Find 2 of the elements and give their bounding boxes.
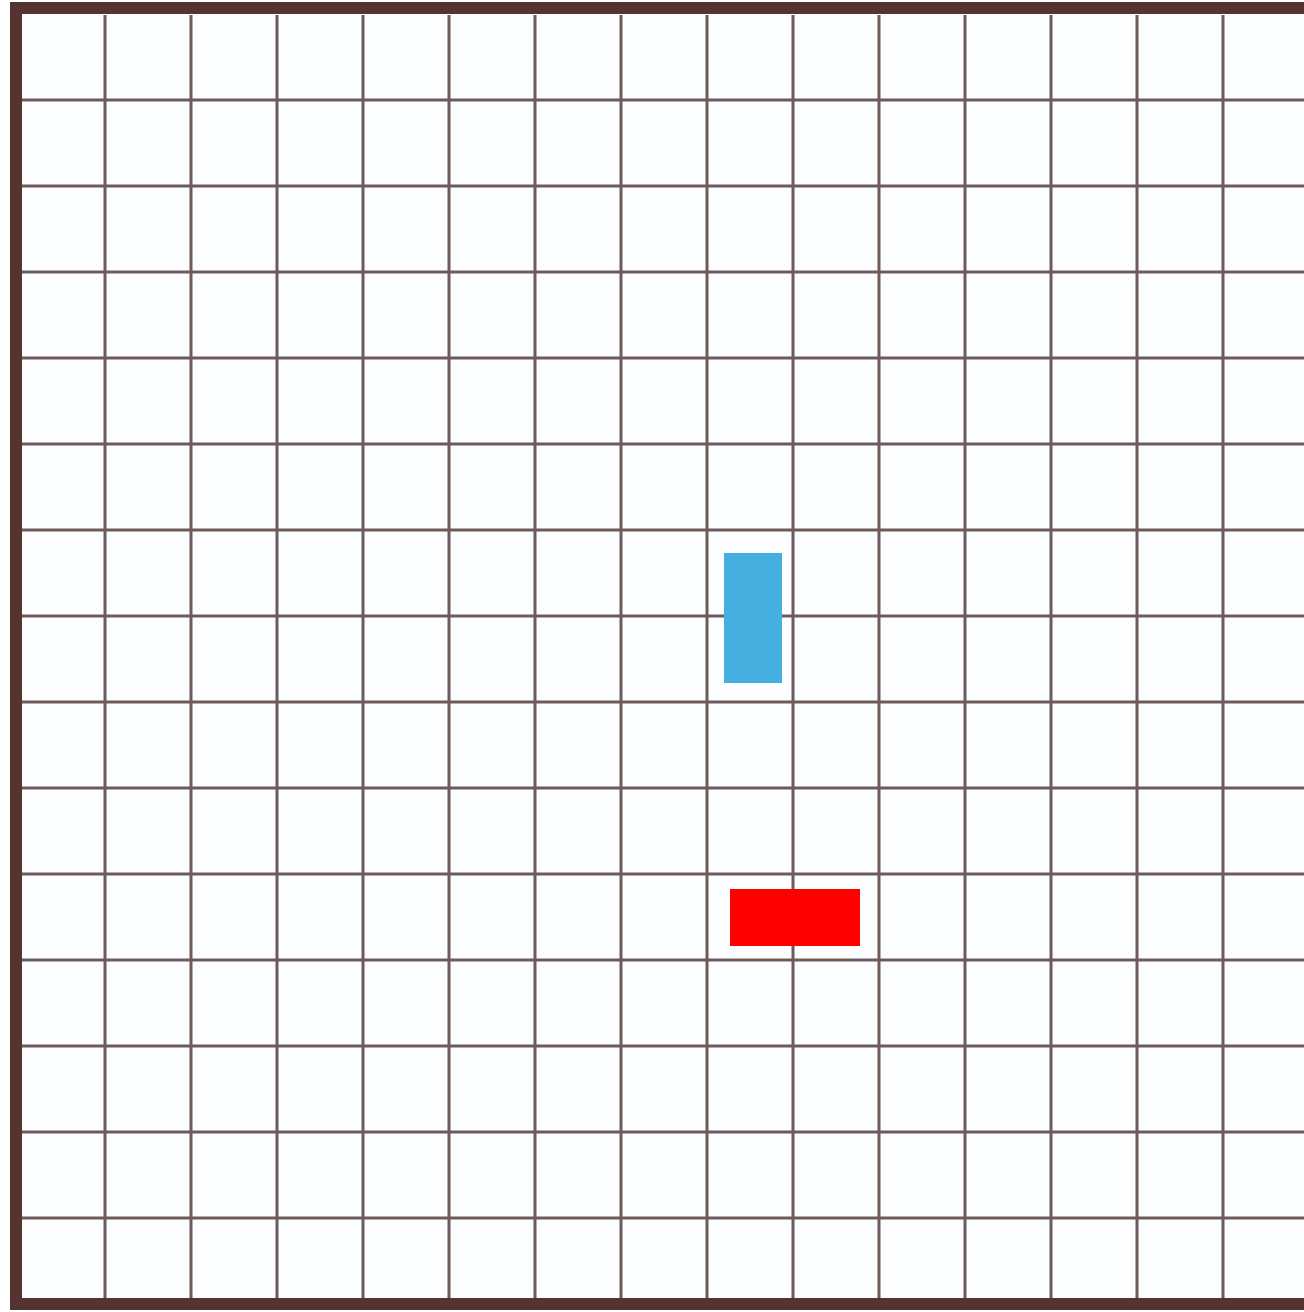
vertical-bar [724, 553, 782, 683]
horizontal-bar [730, 889, 860, 946]
